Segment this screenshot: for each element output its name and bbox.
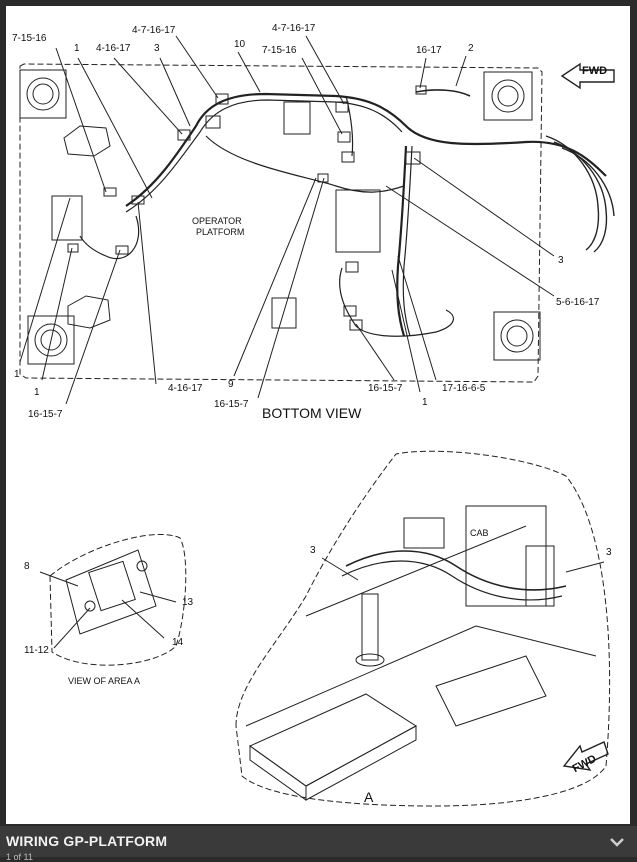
callout-label: 7-15-16 <box>12 33 47 44</box>
callout-label: 3 <box>310 545 316 556</box>
callout-label: 1 <box>14 369 20 380</box>
chevron-down-icon[interactable] <box>609 834 625 850</box>
footer-bar: WIRING GP-PLATFORM 1 of 11 <box>0 826 637 862</box>
callout-label: 4-7-16-17 <box>132 25 176 36</box>
wiring-diagram-drawing <box>19 35 615 807</box>
callout-label: 4-7-16-17 <box>272 23 316 34</box>
callout-label: 3 <box>606 547 612 558</box>
callout-label: 2 <box>468 43 474 54</box>
fwd-label: FWD <box>582 65 608 77</box>
callout-label: 16-15-7 <box>368 383 403 394</box>
document-title: WIRING GP-PLATFORM <box>6 833 168 849</box>
callout-label: 1 <box>74 43 80 54</box>
callout-label: 4-16-17 <box>96 43 131 54</box>
callout-label: 1 <box>422 397 428 408</box>
callout-label: 16-15-7 <box>28 409 63 420</box>
callout-label: 16-17 <box>416 45 442 56</box>
diagram-sheet: 7-15-16 1 4-16-17 3 4-7-16-17 10 4-7-16-… <box>6 6 630 824</box>
platform-label-line2: PLATFORM <box>196 227 245 237</box>
callout-label: 14 <box>172 637 184 648</box>
callout-label: 7-15-16 <box>262 45 297 56</box>
callout-label: 4-16-17 <box>168 383 203 394</box>
area-letter: A <box>364 789 374 805</box>
platform-label-line1: OPERATOR <box>192 216 242 226</box>
callout-label: 8 <box>24 561 30 572</box>
bottom-view-title: BOTTOM VIEW <box>262 405 362 421</box>
callout-label: 9 <box>228 379 234 390</box>
callout-label: 17-16-6-5 <box>442 383 486 394</box>
callout-label: 13 <box>182 597 194 608</box>
callout-label: 5-6-16-17 <box>556 297 600 308</box>
callout-label: 16-15-7 <box>214 399 249 410</box>
cab-label: CAB <box>470 528 489 538</box>
page-indicator: 1 of 11 <box>6 852 33 862</box>
callout-label: 3 <box>558 255 564 266</box>
callout-label: 11-12 <box>24 645 49 656</box>
callout-label: 3 <box>154 43 160 54</box>
callout-label: 10 <box>234 39 246 50</box>
view-area-title: VIEW OF AREA A <box>68 676 141 686</box>
callout-label: 1 <box>34 387 40 398</box>
